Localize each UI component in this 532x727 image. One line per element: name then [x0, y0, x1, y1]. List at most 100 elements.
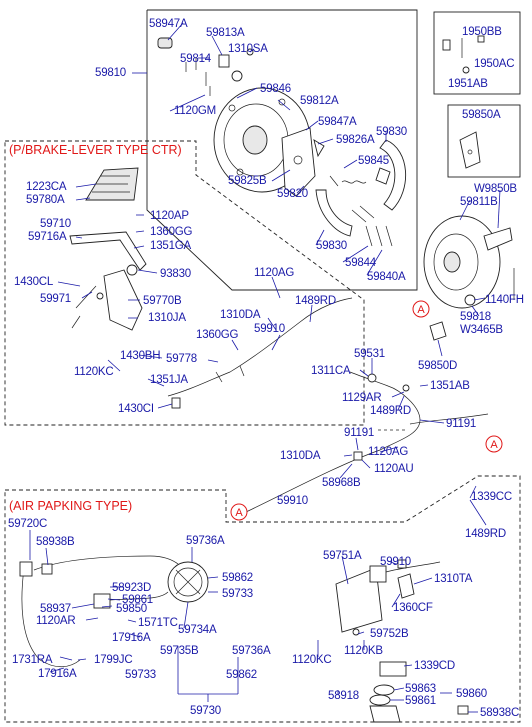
part-label: 59847A: [318, 116, 357, 128]
part-label: 91191: [446, 418, 476, 430]
part-label: 1120KC: [292, 654, 332, 666]
part-label: 59861: [405, 695, 436, 707]
part-label: 59780A: [26, 194, 65, 206]
part-label: 59814: [180, 53, 212, 65]
part-label: 1951AB: [448, 78, 488, 90]
part-label: 58937: [40, 603, 71, 615]
ref-marker-a2: A: [230, 503, 248, 521]
part-label: 59850D: [418, 360, 457, 372]
part-label: 59813A: [206, 27, 245, 39]
part-label: 59710: [40, 218, 71, 230]
part-label: 58938B: [36, 536, 75, 548]
part-label: 1351GA: [150, 240, 192, 252]
part-label: 1120AR: [36, 615, 76, 627]
part-label: 59733: [125, 669, 156, 681]
part-label: 58923D: [112, 582, 151, 594]
part-label: 1310DA: [220, 309, 261, 321]
valve-assembly-drawing: [369, 661, 469, 723]
part-label: 1120AG: [368, 446, 408, 458]
part-label: 1360GG: [196, 329, 239, 341]
part-label: 1489RD: [465, 528, 506, 540]
bracket-drawing: [459, 131, 481, 169]
part-label: 1351AB: [430, 380, 470, 392]
part-label: 59735B: [160, 645, 199, 657]
part-label: 1430BH: [120, 350, 160, 362]
part-label: 59736A: [186, 535, 225, 547]
part-label: 59811B: [460, 196, 498, 208]
part-label: 59846: [260, 83, 291, 95]
part-label: 1120KB: [344, 645, 383, 657]
cable-bracket-drawing: [429, 321, 447, 341]
part-label: 59830: [316, 240, 347, 252]
small-hardware-drawing: [157, 37, 254, 96]
part-label: 59826A: [336, 134, 375, 146]
part-label: 59810: [95, 67, 126, 79]
part-label: 59751A: [323, 550, 362, 562]
part-label: 1120KC: [74, 366, 114, 378]
main-cable-drawing: [245, 371, 489, 513]
part-label: 1489RD: [370, 405, 411, 417]
part-label: 59720C: [8, 518, 47, 530]
part-label: 59825B: [228, 175, 267, 187]
part-label: 59752B: [370, 628, 409, 640]
part-label: 59716A: [28, 231, 67, 243]
part-label: 1140FH: [485, 294, 524, 306]
part-label: 1339CC: [471, 491, 512, 503]
air-parking-type-title: (AIR PAPKING TYPE): [9, 499, 132, 513]
brake-drum-drawing: [423, 215, 515, 309]
part-label: 1950BB: [462, 26, 502, 38]
part-label: 59778: [166, 353, 197, 365]
part-label: 17916A: [112, 632, 151, 644]
part-label: W3465B: [460, 324, 503, 336]
part-label: 1129AR: [342, 392, 382, 404]
part-label: 91191: [344, 427, 374, 439]
svg-text:A: A: [417, 304, 425, 316]
cylinder-bracket-drawing: [335, 559, 441, 636]
part-label: 1310JA: [148, 312, 186, 324]
part-label: 59733: [222, 588, 253, 600]
part-label: 1360CF: [393, 602, 433, 614]
part-label: 59734A: [178, 624, 217, 636]
air-parking-type-frame: [4, 475, 521, 723]
part-label: 59850: [116, 603, 147, 615]
part-label: 1223CA: [26, 181, 67, 193]
bolt-kit-frame: [433, 11, 521, 95]
part-label: 1489RD: [295, 295, 336, 307]
part-label: 59818: [460, 311, 491, 323]
part-label: 59845: [358, 155, 389, 167]
part-labels: 58947A 59813A 1310SA 59814 59810 1120GM …: [8, 18, 524, 719]
part-label: 58947A: [149, 18, 188, 30]
part-label: 17916A: [38, 668, 77, 680]
svg-text:A: A: [235, 507, 243, 519]
part-label: 59860: [456, 688, 487, 700]
part-label: 1571TC: [138, 617, 178, 629]
part-label: 58938C: [480, 707, 519, 719]
brake-shoes-drawing: [315, 139, 406, 247]
part-label: 59736A: [232, 645, 271, 657]
brake-shoe-lever-drawing: [281, 127, 375, 223]
part-label: 59971: [40, 293, 71, 305]
part-label: W9850B: [474, 183, 517, 195]
part-label: 1120GM: [174, 105, 216, 117]
part-label: 59862: [226, 669, 257, 681]
part-label: 59844: [345, 257, 377, 269]
part-label: 1310SA: [228, 43, 268, 55]
part-label: 1339CD: [414, 660, 455, 672]
part-label: 1120AU: [374, 463, 414, 475]
bolt-kit-drawing: [442, 35, 485, 74]
part-label: 59861: [122, 594, 153, 606]
svg-text:A: A: [490, 439, 498, 451]
part-label: 59862: [222, 572, 253, 584]
part-label: 93830: [160, 268, 191, 280]
bracket-kit-frame: [447, 104, 521, 178]
part-label: 1360GG: [150, 226, 193, 238]
ref-marker-a3: A: [485, 435, 503, 453]
part-label: 59812A: [300, 95, 339, 107]
part-label: 59770B: [143, 295, 182, 307]
part-label: 58918: [328, 690, 359, 702]
part-label: 59830: [376, 126, 407, 138]
part-label: 59531: [354, 348, 385, 360]
parking-lever-drawing: [69, 231, 147, 331]
part-label: 1310TA: [434, 573, 473, 585]
